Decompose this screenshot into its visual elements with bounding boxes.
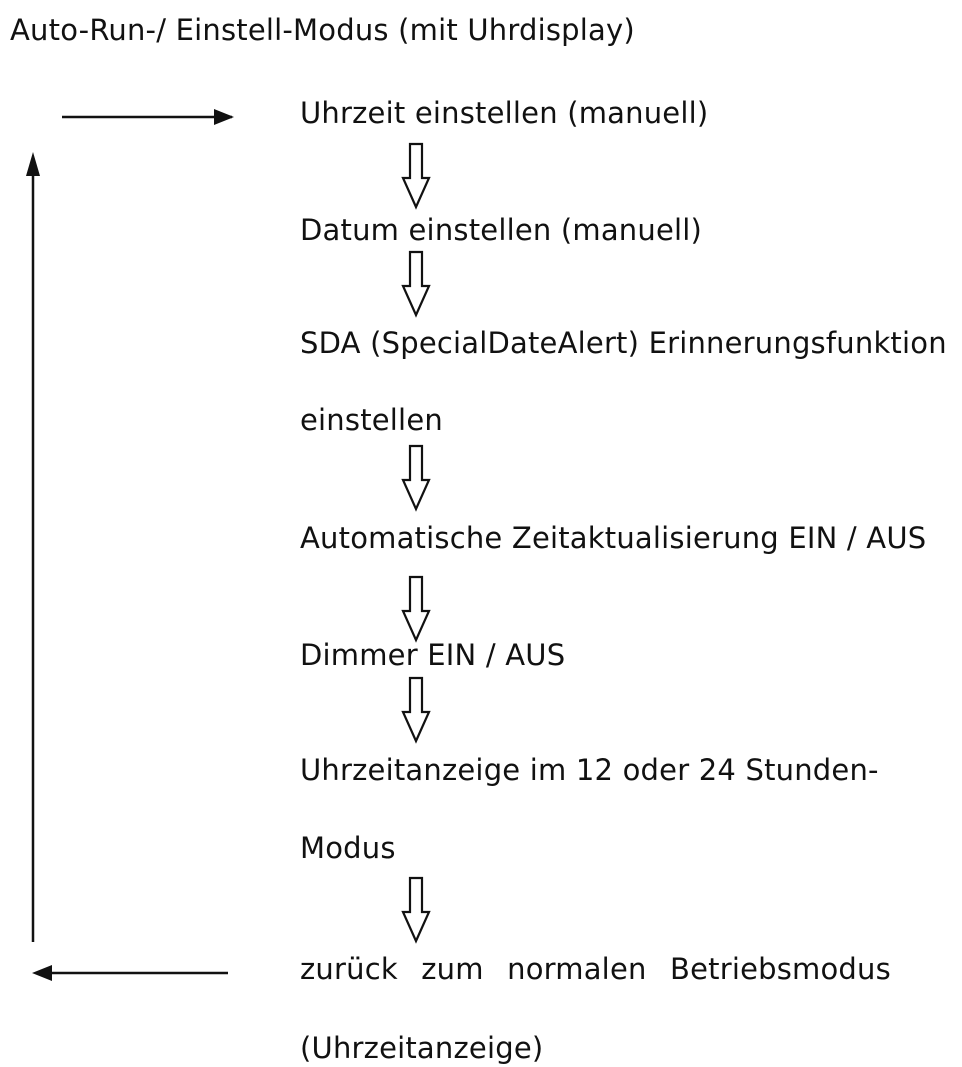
step-sda-reminder-line2: einstellen (300, 403, 443, 437)
down-arrow-icon (401, 575, 431, 643)
step-hour-format-line2: Modus (300, 831, 396, 865)
vertical-up-arrowhead-icon (26, 152, 40, 176)
down-arrow-icon (401, 876, 431, 944)
step-hour-format-line1: Uhrzeitanzeige im 12 oder 24 Stunden- (300, 753, 879, 787)
down-arrow-icon (401, 142, 431, 210)
step-auto-time-update: Automatische Zeitaktualisierung EIN / AU… (300, 521, 927, 555)
down-arrow-icon (401, 444, 431, 512)
step-return-normal-line1: zurück zum normalen Betriebsmodus (300, 952, 891, 986)
step-dimmer: Dimmer EIN / AUS (300, 638, 566, 672)
bottom-left-arrowhead-icon (32, 965, 52, 981)
loop-back-arrow-icon (26, 109, 234, 981)
step-set-date: Datum einstellen (manuell) (300, 213, 703, 247)
down-arrow-icon (401, 250, 431, 318)
top-right-arrowhead-icon (214, 109, 234, 125)
down-arrow-icon (401, 676, 431, 744)
step-set-time: Uhrzeit einstellen (manuell) (300, 96, 709, 130)
step-sda-reminder-line1: SDA (SpecialDateAlert) Erinnerungsfunkti… (300, 326, 947, 360)
step-return-normal-line2: (Uhrzeitanzeige) (300, 1031, 544, 1065)
diagram-title: Auto-Run-/ Einstell-Modus (mit Uhrdispla… (10, 13, 635, 47)
